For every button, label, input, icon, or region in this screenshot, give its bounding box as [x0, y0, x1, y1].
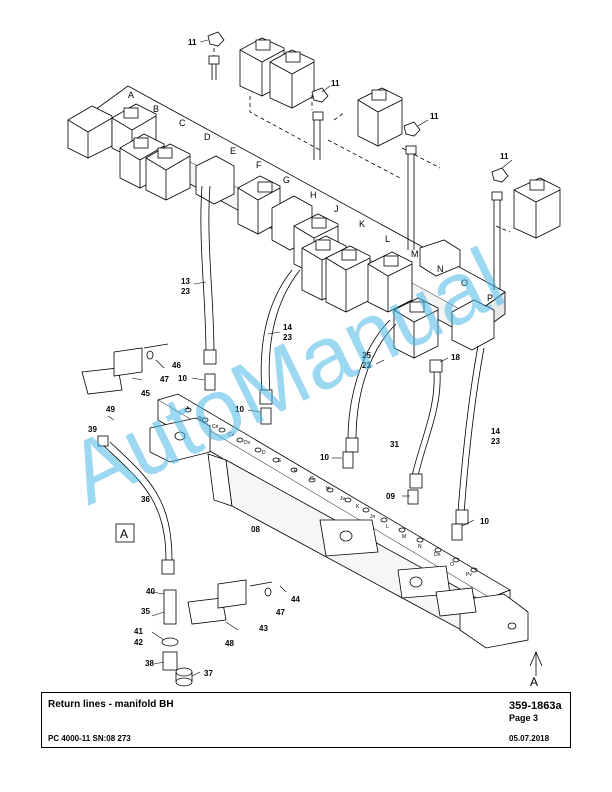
callout-23: 23 — [362, 361, 371, 370]
callout-31: 31 — [390, 440, 399, 449]
callout-43: 43 — [259, 624, 268, 633]
leader-lines — [107, 39, 513, 677]
callout-36: 36 — [141, 495, 150, 504]
callout-14: 14 — [283, 323, 292, 332]
callout-40: 40 — [146, 587, 155, 596]
callout-11: 11 — [500, 152, 509, 161]
callout-23: 23 — [283, 333, 292, 342]
svg-text:Cn: Cn — [212, 424, 219, 430]
hoses — [103, 55, 503, 575]
letter-n: N — [437, 264, 444, 274]
svg-text:K: K — [356, 504, 360, 510]
fitting-stack — [161, 589, 193, 687]
view-arrow-label: A — [530, 675, 538, 689]
svg-text:Dn: Dn — [434, 552, 441, 558]
title-block: Return lines - manifold BH 359-1863a Pag… — [41, 692, 571, 748]
svg-text:M: M — [402, 534, 406, 540]
callout-46: 46 — [172, 361, 181, 370]
callout-18: 18 — [451, 353, 460, 362]
view-arrow — [529, 650, 543, 676]
callout-45: 45 — [141, 389, 150, 398]
view-marker-box — [115, 523, 135, 543]
callout-47: 47 — [160, 375, 169, 384]
callout-44: 44 — [291, 595, 300, 604]
letter-l: L — [385, 234, 390, 244]
callout-42: 42 — [134, 638, 143, 647]
svg-text:L: L — [386, 524, 389, 530]
rail-port-letters: A Bv Cn Cv Dv D E F G H Jv K Jn L M N Dn… — [186, 406, 472, 578]
callout-10: 10 — [480, 517, 489, 526]
svg-text:Dv: Dv — [244, 440, 251, 446]
callout-23: 23 — [181, 287, 190, 296]
svg-text:O: O — [450, 562, 454, 568]
page-number: Page 3 — [509, 713, 539, 723]
callout-41: 41 — [134, 627, 143, 636]
callout-10: 10 — [320, 453, 329, 462]
letter-c: C — [179, 118, 186, 128]
svg-text:Jn: Jn — [370, 514, 376, 520]
letter-d: D — [204, 132, 211, 142]
callout-23: 23 — [491, 437, 500, 446]
callout-48: 48 — [225, 639, 234, 648]
svg-text:G: G — [310, 476, 314, 482]
callout-13: 13 — [181, 277, 190, 286]
part-callouts: 11 11 11 11 13 23 14 23 25 23 14 23 10 1… — [88, 38, 509, 678]
letter-o: O — [461, 278, 468, 288]
letter-p: P — [487, 293, 493, 303]
clamp-brackets — [81, 343, 273, 625]
letter-m: M — [411, 249, 419, 259]
letter-k: K — [359, 219, 365, 229]
callout-10: 10 — [178, 374, 187, 383]
solenoid-heads — [123, 107, 425, 313]
letter-e: E — [230, 146, 236, 156]
date: 05.07.2018 — [509, 734, 550, 743]
callout-10: 10 — [235, 405, 244, 414]
svg-text:H: H — [326, 486, 330, 492]
return-manifold-rail — [149, 393, 529, 649]
callout-09: 09 — [386, 492, 395, 501]
svg-text:F: F — [294, 468, 297, 474]
drawing-title: Return lines - manifold BH — [48, 699, 174, 710]
letter-f: F — [256, 160, 262, 170]
callout-08: 08 — [251, 525, 260, 534]
callout-47: 47 — [276, 608, 285, 617]
elbow-fittings — [207, 31, 509, 183]
letter-g: G — [283, 175, 290, 185]
letter-b: B — [153, 104, 159, 114]
svg-text:Cv: Cv — [228, 432, 235, 438]
callout-38: 38 — [145, 659, 154, 668]
callout-11: 11 — [188, 38, 197, 47]
callout-11: 11 — [331, 79, 340, 88]
svg-text:D: D — [262, 450, 266, 456]
document-number: 359-1863a — [509, 700, 562, 712]
letter-a: A — [128, 90, 134, 100]
svg-text:Jv: Jv — [340, 496, 346, 502]
callout-11: 11 — [430, 112, 439, 121]
callout-14: 14 — [491, 427, 500, 436]
rail-port-holes — [174, 407, 517, 630]
letter-h: H — [310, 190, 317, 200]
detached-valves — [239, 37, 561, 239]
svg-text:Bv: Bv — [198, 416, 204, 422]
callout-35: 35 — [141, 607, 150, 616]
svg-text:Pv: Pv — [466, 572, 472, 578]
svg-text:N: N — [418, 544, 422, 550]
adapters — [97, 373, 463, 541]
callout-49: 49 — [106, 405, 115, 414]
svg-text:E: E — [278, 458, 282, 464]
view-marker-label: A — [120, 527, 128, 541]
callout-39: 39 — [88, 425, 97, 434]
callout-25: 25 — [362, 351, 371, 360]
model-serial: PC 4000-11 SN:08 273 — [48, 734, 131, 743]
manifold-letters: A B C D E F G H J K L M N O P — [128, 90, 493, 303]
letter-j: J — [334, 204, 339, 214]
svg-text:A: A — [186, 406, 190, 412]
callout-37: 37 — [204, 669, 213, 678]
